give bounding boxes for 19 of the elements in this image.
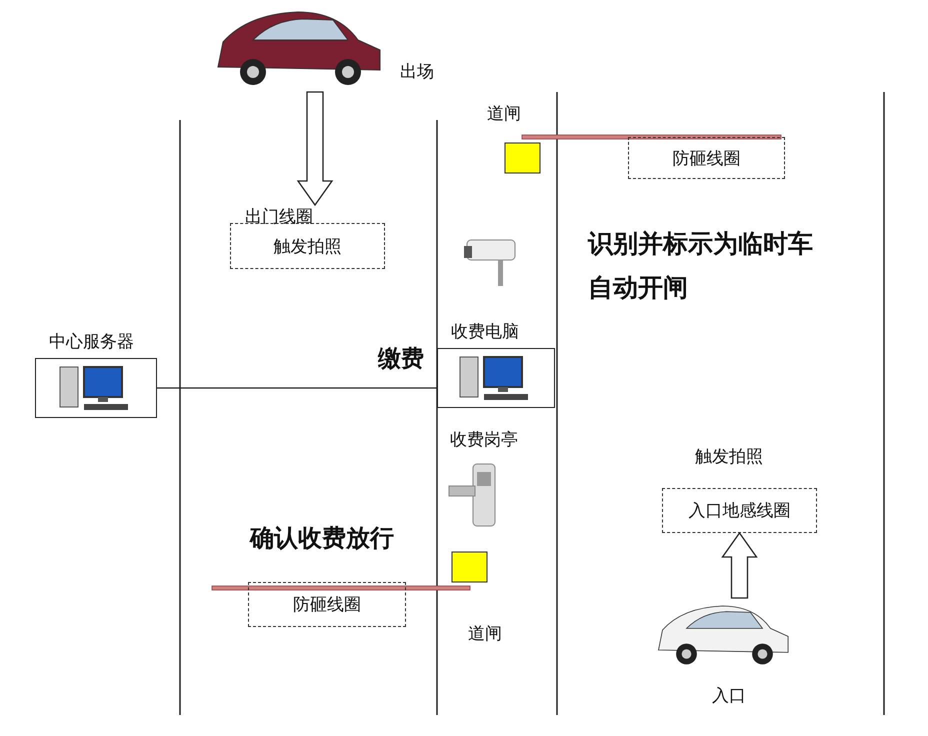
caption-text: 触发拍照 (695, 446, 763, 468)
dashed-loop-box: 防砸线圈 (628, 137, 785, 179)
caption-text: 入口 (712, 685, 746, 707)
gate-label: 道闸 (487, 103, 521, 125)
dashed-loop-box: 防砸线圈 (248, 582, 406, 627)
block-arrow (296, 91, 334, 206)
box-text: 触发拍照 (274, 236, 342, 258)
note-text: 确认收费放行 (250, 523, 394, 554)
gate-label: 道闸 (468, 623, 502, 645)
dashed-loop-box: 入口地感线圈 (662, 488, 817, 533)
note-text: 识别并标示为临时车自动开闸 (588, 228, 814, 304)
note-text: 缴费 (378, 345, 424, 374)
block-arrow (721, 532, 758, 599)
caption-text: 出场 (400, 61, 434, 83)
box-heading: 中心服务器 (49, 331, 134, 353)
box-heading: 收费电脑 (451, 321, 519, 343)
box-heading: 出门线圈 (245, 206, 313, 228)
connector-line (157, 387, 437, 389)
booth-label: 收费岗亭 (450, 429, 518, 451)
